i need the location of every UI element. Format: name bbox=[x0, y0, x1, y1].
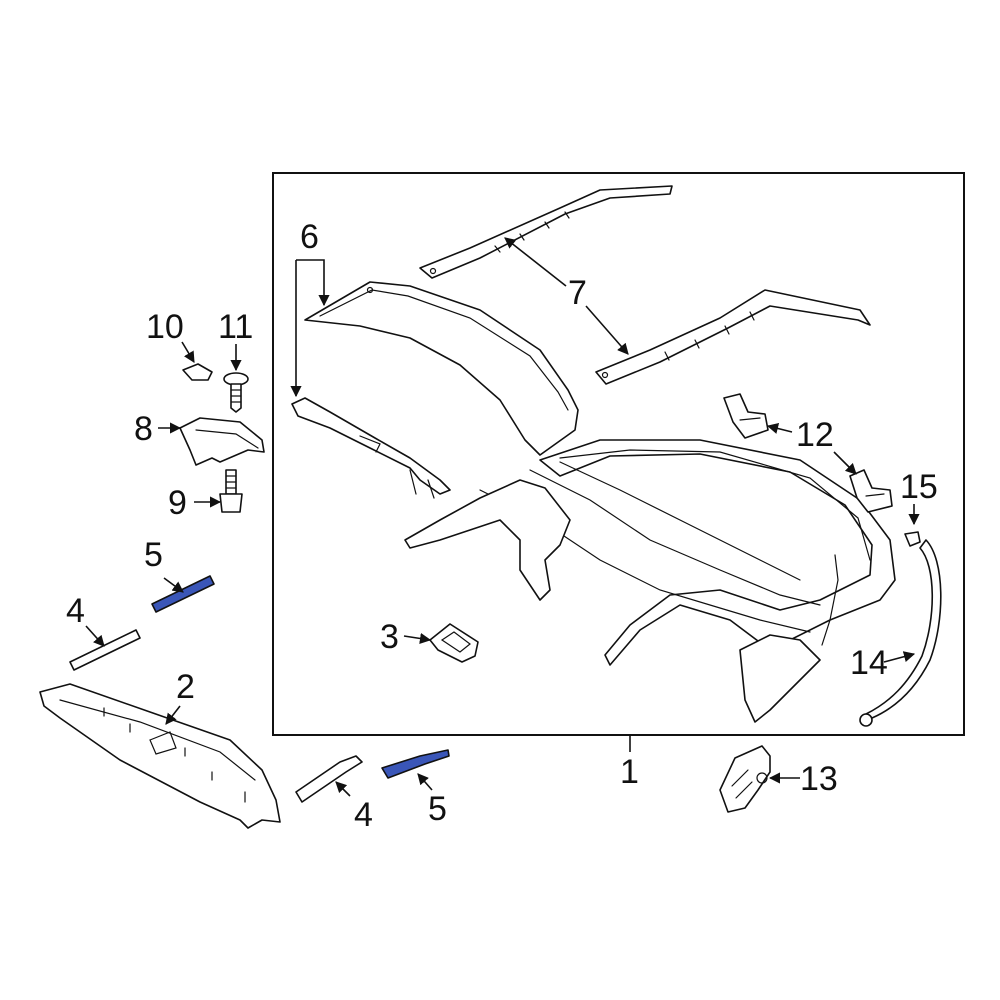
callout-15: 15 bbox=[900, 468, 938, 506]
callout-7: 7 bbox=[568, 274, 587, 312]
callout-6: 6 bbox=[300, 218, 319, 256]
part-7-rail-lower[interactable] bbox=[595, 289, 871, 385]
part-6-tonneau-panel[interactable] bbox=[304, 281, 579, 456]
callout-9: 9 bbox=[168, 484, 187, 522]
part-4-seal-left[interactable] bbox=[69, 629, 141, 671]
callout-5-bottom: 5 bbox=[428, 790, 447, 828]
part-14-drain-hose[interactable] bbox=[859, 539, 942, 727]
part-5-strip-bottom[interactable] bbox=[381, 749, 450, 779]
part-15-cap[interactable] bbox=[904, 531, 921, 547]
callout-10: 10 bbox=[146, 308, 184, 346]
callout-1: 1 bbox=[620, 753, 639, 791]
callout-2: 2 bbox=[176, 668, 195, 706]
callout-4-bottom: 4 bbox=[354, 796, 373, 834]
part-3-bumper[interactable] bbox=[429, 623, 479, 663]
assembly-frame bbox=[272, 172, 965, 736]
callout-3: 3 bbox=[380, 618, 399, 656]
leaders bbox=[85, 237, 920, 797]
part-12-clip-upper[interactable] bbox=[723, 393, 769, 439]
callout-8: 8 bbox=[134, 410, 153, 448]
part-1-roof-frame[interactable] bbox=[404, 439, 896, 723]
part-2-rear-panel[interactable] bbox=[39, 683, 281, 829]
callout-13: 13 bbox=[800, 760, 838, 798]
part-5-strip-left[interactable] bbox=[151, 575, 215, 613]
part-12-clip-lower[interactable] bbox=[849, 469, 893, 513]
callout-4-left: 4 bbox=[66, 592, 85, 630]
part-7-rail-upper[interactable] bbox=[419, 185, 673, 279]
callout-11: 11 bbox=[218, 308, 253, 346]
part-6-bracket[interactable] bbox=[291, 397, 451, 499]
part-13-latch[interactable] bbox=[719, 745, 771, 813]
callout-5-left: 5 bbox=[144, 536, 163, 574]
part-11-screw[interactable] bbox=[223, 372, 249, 413]
callout-14: 14 bbox=[850, 644, 888, 682]
part-9-bolt[interactable] bbox=[219, 469, 243, 513]
part-10-clip[interactable] bbox=[182, 363, 213, 381]
part-4-seal-bottom[interactable] bbox=[295, 755, 363, 803]
part-8-hinge-bracket[interactable] bbox=[179, 417, 265, 466]
callout-12: 12 bbox=[796, 416, 834, 454]
